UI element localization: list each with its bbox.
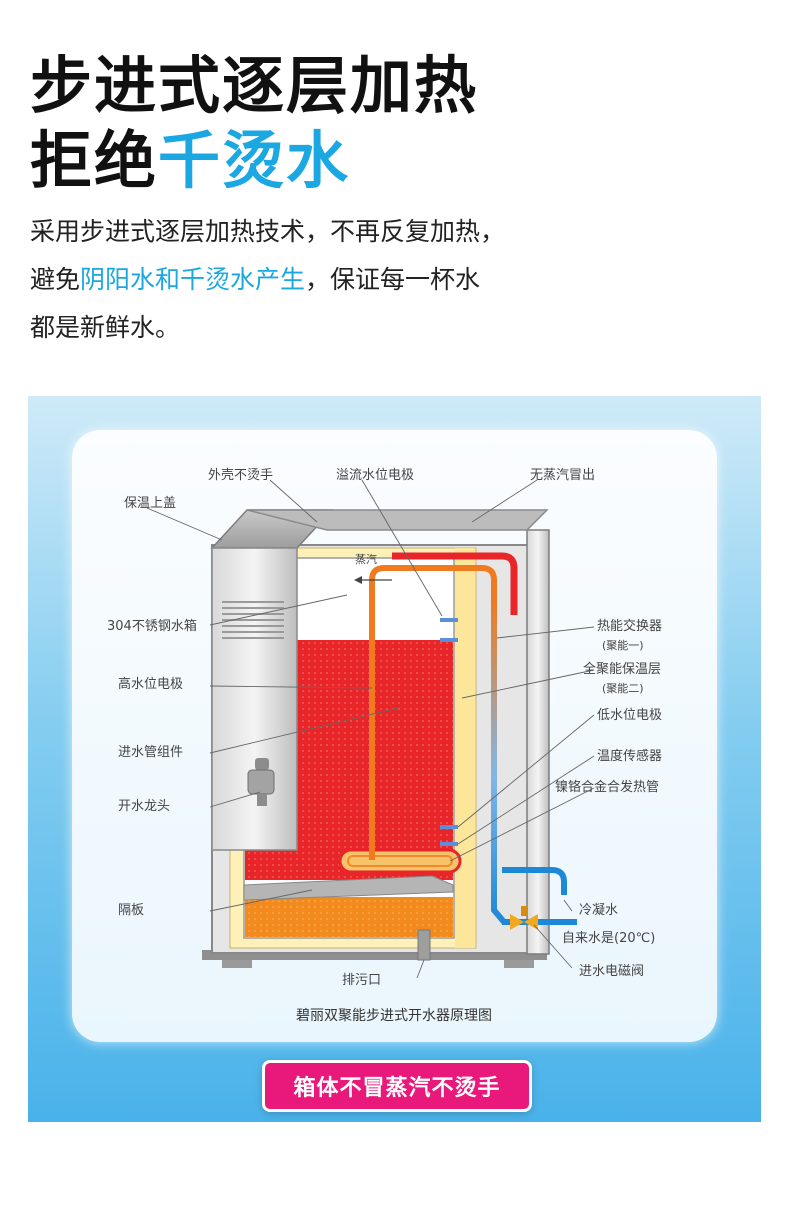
label-low-level: 低水位电极: [597, 708, 662, 723]
condensate-pipe: [502, 867, 567, 895]
label-drain: 排污口: [342, 973, 381, 988]
label-tap: 开水龙头: [118, 799, 170, 814]
diagram-caption: 碧丽双聚能步进式开水器原理图: [296, 1008, 492, 1024]
insulation-right: [455, 548, 475, 948]
inlet-valve-stem: [521, 906, 527, 916]
label-high-level: 高水位电极: [118, 676, 183, 692]
label-condensate: 冷凝水: [579, 902, 618, 918]
headline-line-2: 拒绝千烫水: [30, 130, 350, 192]
label-shell: 外壳不烫手: [208, 468, 273, 483]
high-level-electrode-mark: [440, 638, 458, 642]
drain-pipe: [417, 929, 431, 961]
front-panel: [211, 547, 298, 851]
label-inlet-pipe: 进水管组件: [118, 745, 183, 760]
headline-prefix: 拒绝: [30, 124, 159, 197]
banner: 箱体不冒蒸汽不烫手: [262, 1060, 532, 1112]
label-heat-exchanger: 热能交换器: [597, 618, 662, 634]
foot-left: [222, 958, 252, 968]
foot-right: [504, 958, 534, 968]
label-heating-tube: 镍铬合金合发热管: [555, 779, 659, 795]
label-no-steam: 无蒸汽冒出: [530, 468, 595, 483]
temp-sensor-mark: [440, 842, 458, 846]
label-inlet-valve: 进水电磁阀: [579, 964, 644, 979]
heat-exchanger-pipe: [491, 600, 507, 924]
label-temp-sensor: 温度传感器: [597, 748, 662, 764]
exchanger-loop-top: [369, 565, 497, 720]
inlet-valve-left: [510, 914, 524, 930]
leader-lines: [146, 479, 595, 979]
description-line-3: 都是新鲜水。: [30, 313, 181, 342]
steam-outlet-pipe: [392, 552, 518, 615]
label-overflow-electrode: 溢流水位电极: [336, 468, 414, 483]
description: 采用步进式逐层加热技术，不再反复加热， 避免阴阳水和千烫水产生，保证每一杯水都是新…: [30, 208, 505, 352]
label-steam: 蒸汽: [355, 552, 377, 566]
headline-line-1: 步进式逐层加热: [30, 49, 479, 122]
overflow-electrode-mark: [440, 618, 458, 622]
diagram-panel: 外壳不烫手 溢流水位电极 无蒸汽冒出 保温上盖 蒸汽 304不锈钢水箱 热能交换…: [28, 396, 761, 1122]
lid-cover: [246, 509, 549, 531]
label-insulation: 全聚能保温层: [583, 661, 661, 677]
label-tap-water: 自来水是(20℃): [562, 931, 655, 946]
base-plate: [202, 950, 547, 960]
label-partition: 隔板: [118, 903, 144, 918]
label-tank: 304不锈钢水箱: [107, 618, 197, 634]
label-heat-exchanger-note: (聚能一): [602, 638, 644, 652]
side-panel: [526, 529, 550, 955]
diagram-card: 外壳不烫手 溢流水位电极 无蒸汽冒出 保温上盖 蒸汽 304不锈钢水箱 热能交换…: [72, 430, 717, 1042]
partition-plate: [243, 875, 454, 901]
heating-tube-coil: [347, 855, 453, 867]
description-line-1: 采用步进式逐层加热技术，不再反复加热，: [30, 217, 506, 246]
steam-arrow-icon: [354, 576, 392, 584]
description-line-2-suffix: ，保证每一杯水: [305, 265, 481, 294]
banner-text: 箱体不冒蒸汽不烫手: [293, 1076, 501, 1101]
headline-accent: 千烫水: [158, 124, 351, 197]
water-boiler-diagram: 外壳不烫手 溢流水位电极 无蒸汽冒出 保温上盖 蒸汽 304不锈钢水箱 热能交换…: [107, 468, 662, 1024]
heating-tube: [338, 848, 462, 874]
low-level-electrode-mark: [440, 825, 458, 829]
label-insulation-note: (聚能二): [602, 681, 644, 695]
description-line-2-prefix: 避免: [30, 265, 81, 294]
description-highlight: 阴阳水和千烫水产生: [80, 265, 306, 294]
label-lid: 保温上盖: [124, 496, 176, 511]
water-tap-icon: [247, 758, 275, 806]
